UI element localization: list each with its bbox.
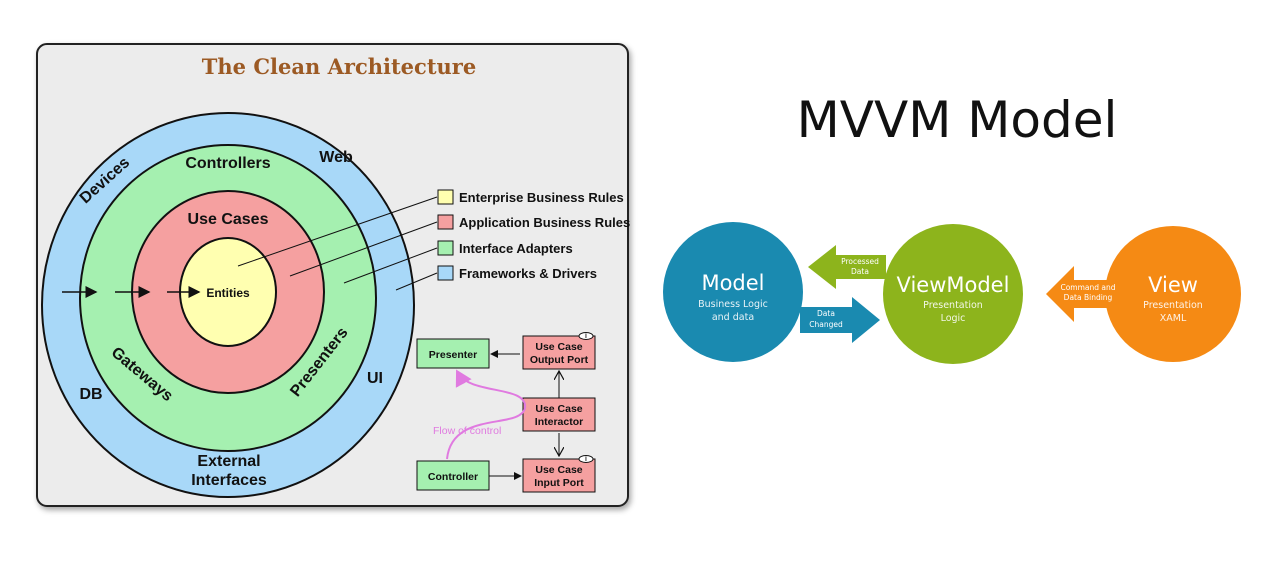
legend-label-application: Application Business Rules	[459, 215, 630, 230]
processed-data-arrow	[808, 245, 886, 289]
presenter-label: Presenter	[429, 349, 477, 361]
label-use-cases: Use Cases	[188, 211, 269, 228]
legend-label-enterprise: Enterprise Business Rules	[459, 190, 624, 205]
output-port-label-2: Output Port	[530, 354, 589, 366]
flow-of-control-diagram: Presenter Use Case Output Port I Use Cas…	[416, 332, 596, 493]
legend: Enterprise Business Rules Application Bu…	[437, 189, 630, 281]
mvvm-diagram: MVVM Model Processed Data Data Changed C…	[663, 91, 1241, 364]
binding-label-2: Data Binding	[1064, 293, 1113, 302]
legend-label-adapters: Interface Adapters	[459, 241, 573, 256]
legend-label-frameworks: Frameworks & Drivers	[459, 266, 597, 281]
legend-pointer-usecases	[289, 221, 438, 277]
label-web: Web	[319, 149, 353, 166]
controller-label: Controller	[428, 471, 478, 483]
output-port-marker-label: I	[585, 334, 587, 340]
flow-of-control-label: Flow of control	[433, 425, 501, 437]
output-port-box	[522, 335, 596, 370]
data-changed-label-2: Changed	[809, 320, 843, 329]
processed-data-label-2: Data	[851, 267, 869, 276]
controller-box	[416, 460, 490, 491]
legend-swatch-adapters	[437, 240, 454, 256]
output-port-marker	[578, 332, 594, 340]
presenter-box	[416, 338, 490, 369]
label-entities: Entities	[206, 286, 250, 300]
view-sub-2: XAML	[1160, 313, 1187, 324]
legend-swatch-application	[437, 214, 454, 230]
model-name: Model	[701, 271, 764, 295]
viewmodel-sub-2: Logic	[941, 313, 966, 324]
input-port-marker	[578, 455, 594, 463]
interactor-label-1: Use Case	[535, 403, 582, 415]
viewmodel-name: ViewModel	[897, 273, 1010, 297]
legend-pointer-adapters	[343, 247, 438, 284]
label-controllers: Controllers	[185, 155, 270, 172]
binding-label-1: Command and	[1060, 283, 1115, 292]
output-port-label-1: Use Case	[535, 341, 582, 353]
ca-title: The Clean Architecture	[202, 54, 476, 79]
view-circle	[1105, 226, 1241, 362]
data-changed-arrow	[800, 297, 880, 343]
label-db: DB	[79, 386, 102, 403]
legend-pointer-frameworks	[395, 272, 438, 291]
input-port-label-2: Input Port	[534, 477, 584, 489]
processed-data-label-1: Processed	[841, 257, 879, 266]
flow-of-control-curve	[446, 369, 527, 460]
viewmodel-sub-1: Presentation	[923, 300, 983, 311]
model-sub-1: Business Logic	[698, 299, 768, 310]
label-interfaces: Interfaces	[191, 472, 267, 489]
data-changed-label-1: Data	[817, 309, 835, 318]
legend-pointer-entities	[237, 196, 438, 267]
input-port-box	[522, 458, 596, 493]
model-circle	[663, 222, 803, 362]
input-port-marker-label: I	[585, 457, 587, 463]
interactor-label-2: Interactor	[535, 416, 583, 428]
view-name: View	[1148, 273, 1198, 297]
legend-swatch-enterprise	[437, 189, 454, 205]
interactor-box	[522, 397, 596, 432]
label-ui: UI	[367, 370, 383, 387]
viewmodel-circle	[883, 224, 1023, 364]
clean-architecture-diagram: The Clean Architecture Devices Web DB UI…	[36, 43, 630, 507]
input-port-label-1: Use Case	[535, 464, 582, 476]
label-external: External	[197, 453, 260, 470]
mvvm-title: MVVM Model	[797, 91, 1118, 149]
model-sub-2: and data	[712, 312, 754, 323]
legend-swatch-frameworks	[437, 265, 454, 281]
binding-arrow	[1046, 266, 1112, 322]
view-sub-1: Presentation	[1143, 300, 1203, 311]
